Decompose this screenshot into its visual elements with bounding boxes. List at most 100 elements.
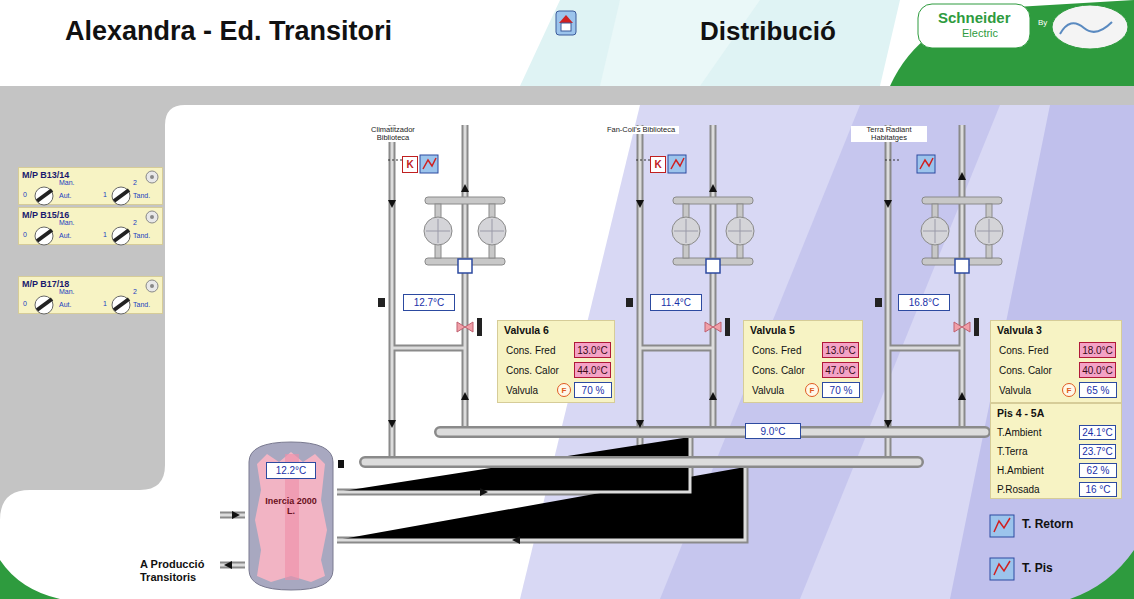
value-text: F bbox=[562, 386, 567, 395]
field-label: Cons. Fred bbox=[999, 345, 1048, 356]
field-label: 2 bbox=[133, 288, 137, 295]
selector-panel: M/P B15/16Man. 2 0 Aut. 1 Tand. bbox=[18, 207, 163, 245]
pipe-label: A Producció Transitoris bbox=[140, 558, 218, 584]
fault-indicator: F bbox=[805, 383, 819, 397]
field-label: Valvula bbox=[752, 385, 784, 396]
value-text: F bbox=[810, 386, 815, 395]
panel-heading: M/P B17/18 bbox=[22, 279, 69, 289]
panel-heading: Valvula 3 bbox=[997, 324, 1042, 336]
field-label: Valvula bbox=[999, 385, 1031, 396]
temperature-display: 12.2°C bbox=[266, 462, 316, 479]
field-label: Aut. bbox=[59, 192, 71, 199]
panel-heading: Valvula 6 bbox=[504, 324, 549, 336]
field-label: 0 bbox=[23, 231, 27, 238]
value-text: 23.7°C bbox=[1082, 446, 1113, 457]
value-text: 11.4°C bbox=[661, 297, 691, 308]
panel-heading: M/P B15/16 bbox=[22, 210, 69, 220]
value-text: 62 % bbox=[1087, 465, 1110, 476]
panel-heading: Valvula 5 bbox=[750, 324, 795, 336]
value-text: 13.0°C bbox=[577, 345, 608, 356]
valve-position: 65 % bbox=[1079, 382, 1117, 398]
setpoint-value: 40.0°C bbox=[1079, 362, 1116, 378]
field-label: Tand. bbox=[133, 232, 150, 239]
value-text: 24.1°C bbox=[1082, 427, 1113, 438]
valve-panel: Valvula 6 Cons. FredCons. CalorValvula 13.… bbox=[497, 320, 615, 403]
panel-heading: Pis 4 - 5A bbox=[997, 407, 1044, 419]
field-label: Tand. bbox=[133, 301, 150, 308]
fault-indicator: F bbox=[557, 383, 571, 397]
circuit-name: Climatitzador Biblioteca bbox=[355, 126, 431, 142]
brand-name: Electric bbox=[962, 27, 998, 39]
temperature-display: 12.7°C bbox=[403, 294, 455, 311]
circuit-name: Fan-Coil's Biblioteca bbox=[603, 126, 679, 134]
value-text: 65 % bbox=[1087, 385, 1110, 396]
setpoint-value: 18.0°C bbox=[1079, 342, 1116, 358]
field-label: 0 bbox=[23, 191, 27, 198]
reading-value: 24.1°C bbox=[1079, 425, 1116, 440]
value-text: 12.2°C bbox=[276, 465, 307, 476]
field-label: 1 bbox=[103, 191, 107, 198]
field-label: Man. bbox=[59, 288, 75, 295]
field-label: Valvula bbox=[506, 385, 538, 396]
field-label: T.Terra bbox=[997, 446, 1028, 457]
page-title: Alexandra - Ed. Transitori bbox=[65, 16, 392, 47]
value-text: 18.0°C bbox=[1082, 345, 1113, 356]
field-label: Cons. Fred bbox=[752, 345, 801, 356]
field-label: Man. bbox=[59, 219, 75, 226]
value-text: 12.7°C bbox=[414, 297, 445, 308]
k-button: K bbox=[650, 156, 666, 173]
field-label: Tand. bbox=[133, 192, 150, 199]
reading-value: 16 °C bbox=[1079, 482, 1117, 497]
field-label: Cons. Calor bbox=[752, 365, 805, 376]
setpoint-value: 13.0°C bbox=[574, 342, 611, 358]
setpoint-value: 44.0°C bbox=[574, 362, 611, 378]
fault-indicator: F bbox=[1062, 383, 1076, 397]
field-label: P.Rosada bbox=[997, 484, 1040, 495]
valve-panel: Valvula 3 Cons. FredCons. CalorValvula 18.… bbox=[990, 320, 1122, 403]
value-text: 47.0°C bbox=[825, 365, 856, 376]
field-label: Aut. bbox=[59, 301, 71, 308]
value-text: 70 % bbox=[830, 385, 853, 396]
inertia-tank: Inercia 2000 L. 12.2°C bbox=[245, 440, 337, 592]
temperature-display: 9.0°C bbox=[745, 423, 801, 439]
value-text: 70 % bbox=[582, 385, 605, 396]
logo-text: By bbox=[1038, 18, 1047, 27]
field-label: Man. bbox=[59, 179, 75, 186]
value-text: 16.8°C bbox=[909, 297, 940, 308]
valve-position: 70 % bbox=[574, 382, 612, 398]
value-text: 40.0°C bbox=[1082, 365, 1113, 376]
k-button: K bbox=[402, 156, 418, 173]
field-label: Cons. Calor bbox=[999, 365, 1052, 376]
trend-link: T. Retorn bbox=[1022, 517, 1073, 531]
field-label: Aut. bbox=[59, 232, 71, 239]
brand-name: Schneider bbox=[938, 9, 1011, 26]
valve-position: 70 % bbox=[822, 382, 860, 398]
trend-link: T. Pis bbox=[1022, 561, 1053, 575]
value-text: 16 °C bbox=[1085, 484, 1110, 495]
value-text: 13.0°C bbox=[825, 345, 856, 356]
setpoint-value: 47.0°C bbox=[822, 362, 859, 378]
value-text: F bbox=[1067, 386, 1072, 395]
screen-name: Distribució bbox=[700, 16, 836, 47]
selector-panel: M/P B17/18Man.20Aut.1Tand. bbox=[18, 276, 163, 314]
field-label: 1 bbox=[103, 231, 107, 238]
panel-heading: M/P B13/14 bbox=[22, 170, 69, 180]
value-text: K bbox=[406, 159, 413, 170]
field-label: 2 bbox=[133, 179, 137, 186]
selector-panel: M/P B13/14Man. 2 0 Aut. 1 Tand. bbox=[18, 167, 163, 205]
field-label: Cons. Calor bbox=[506, 365, 559, 376]
circuit-name: Terra Radiant Habitatges bbox=[851, 126, 927, 142]
value-text: K bbox=[654, 159, 661, 170]
reading-value: 23.7°C bbox=[1079, 444, 1116, 459]
reading-value: 62 % bbox=[1079, 463, 1117, 478]
panel-heading: Inercia 2000 L. bbox=[265, 496, 317, 516]
field-label: H.Ambient bbox=[997, 465, 1044, 476]
value-text: 9.0°C bbox=[760, 426, 785, 437]
field-label: 2 bbox=[133, 219, 137, 226]
temperature-display: 16.8°C bbox=[898, 294, 950, 311]
field-label: T.Ambient bbox=[997, 427, 1041, 438]
field-label: 1 bbox=[103, 300, 107, 307]
value-text: 44.0°C bbox=[577, 365, 608, 376]
field-label: Cons. Fred bbox=[506, 345, 555, 356]
